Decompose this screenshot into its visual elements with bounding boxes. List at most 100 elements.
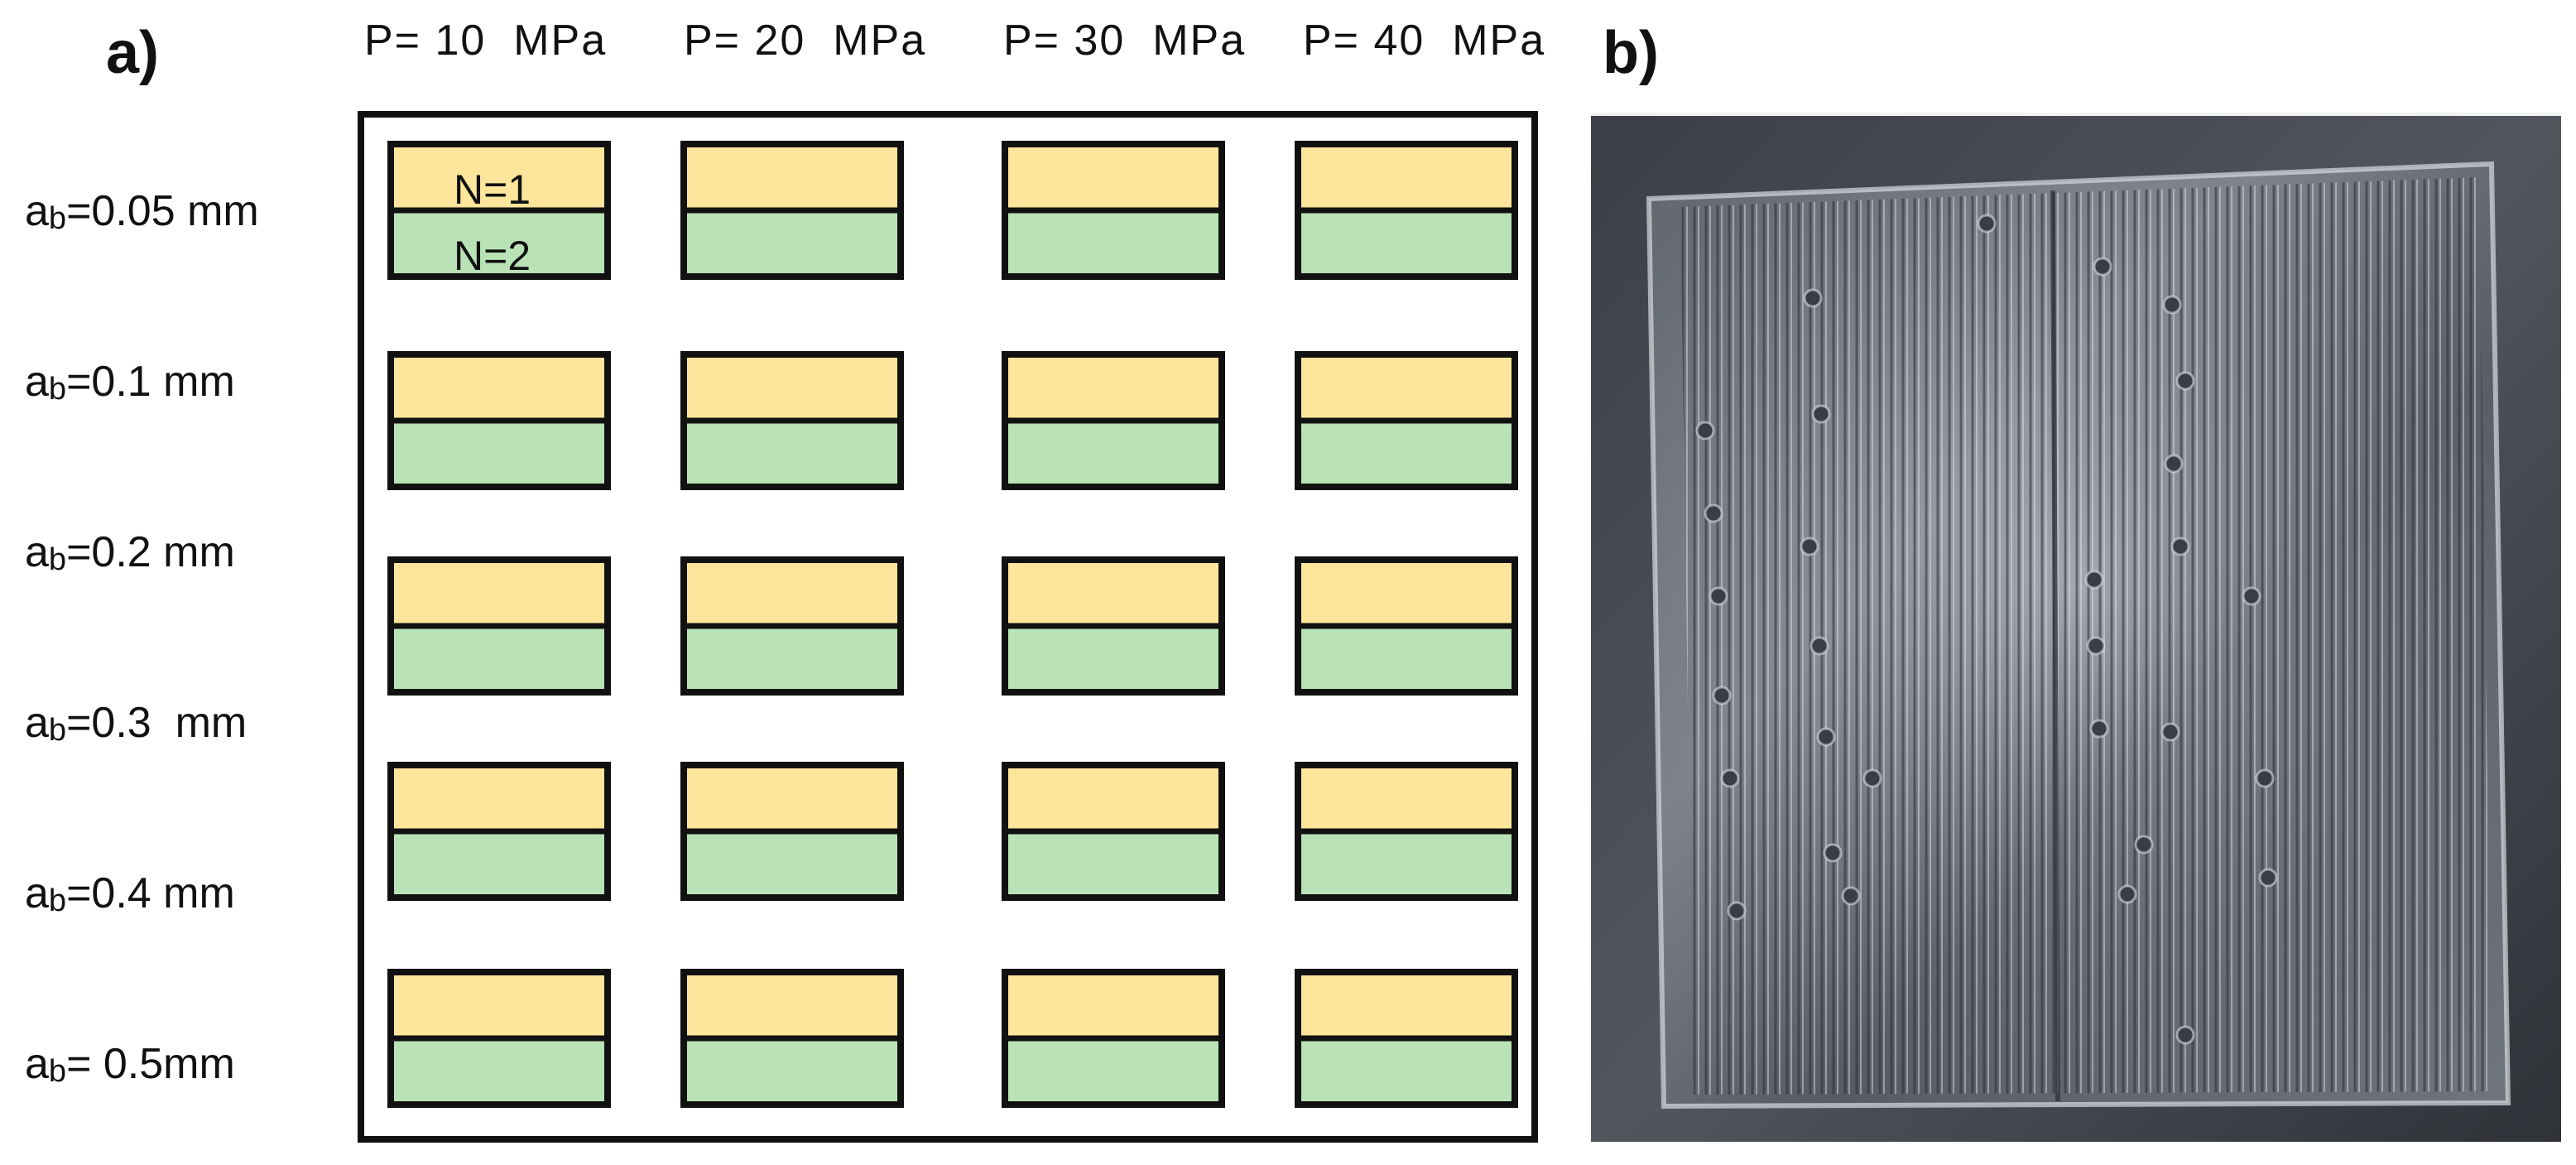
sample-outline (1295, 762, 1518, 901)
sample-row-0.5-col-3 (1002, 969, 1225, 1108)
gap-label-0.05: ab=0.05 mm (25, 187, 259, 236)
sample-row-0.3-0.4-col-4 (1295, 762, 1518, 901)
gap-label-0.3: ab=0.3 mm (25, 699, 247, 748)
pass-1-region (1298, 354, 1515, 421)
pressure-label-40: P= 40 MPa (1303, 17, 1545, 65)
surface-pit (2089, 719, 2109, 739)
pass-label-n2: N=2 (454, 233, 531, 279)
sample-row-0.3-0.4-col-1 (387, 762, 611, 901)
pass-2-region (1005, 1038, 1222, 1105)
surface-pit (2170, 537, 2190, 556)
pass-2-region (1005, 421, 1222, 487)
pass-2-region (1298, 626, 1515, 692)
plate-edge (1646, 161, 2511, 1110)
sample-row-0.1-col-2 (680, 351, 904, 490)
pass-1-region (684, 765, 901, 831)
sample-outline (680, 141, 904, 280)
pass-2-region (684, 210, 901, 277)
pass-2-region (1298, 1038, 1515, 1105)
sample-grid (387, 141, 1518, 1108)
surface-pit (1809, 636, 1829, 656)
pass-2-region (1005, 210, 1222, 277)
sample-outline (1295, 141, 1518, 280)
sample-row-0.1-col-4 (1295, 351, 1518, 490)
surface-pit (2164, 454, 2184, 474)
sample-outline (1002, 141, 1225, 280)
surface-pit (1862, 768, 1882, 788)
surface-pit (2084, 570, 2104, 590)
pass-1-region (391, 560, 608, 626)
surface-pits (1695, 214, 2278, 1045)
pass-1-region (1298, 765, 1515, 831)
pass-1-region (1298, 144, 1515, 210)
pressure-label-10: P= 10 MPa (364, 17, 607, 65)
sample-row-0.05-col-1 (387, 141, 611, 280)
pass-2-region (391, 831, 608, 898)
sample-outline (387, 969, 611, 1108)
panel-a-label: a) (106, 20, 159, 86)
surface-pit (1841, 886, 1861, 906)
surface-pit (1704, 503, 1723, 523)
surface-pit (2162, 295, 2182, 315)
surface-pit (2255, 768, 2275, 788)
surface-pit (1816, 727, 1836, 747)
pressure-column-labels: P= 10 MPa P= 20 MPa P= 30 MPa P= 40 MPa (364, 17, 1545, 65)
pass-2-region (391, 1038, 608, 1105)
surface-pit (1709, 586, 1728, 606)
sample-outline (1002, 762, 1225, 901)
pass-1-region (1005, 972, 1222, 1038)
sample-outline (387, 762, 611, 901)
pass-1-region (1005, 560, 1222, 626)
pass-2-region (391, 210, 608, 277)
surface-pit (1823, 843, 1843, 863)
pass-1-region (684, 560, 901, 626)
sample-outline (680, 762, 904, 901)
sample-row-0.5-col-4 (1295, 969, 1518, 1108)
sample-outline (1295, 969, 1518, 1108)
laser-groove-texture (1680, 177, 2492, 1095)
pass-1-region (1005, 144, 1222, 210)
surface-pit (1803, 288, 1823, 308)
pass-2-region (1005, 831, 1222, 898)
sample-outline (387, 556, 611, 696)
sample-outline (1295, 556, 1518, 696)
surface-pit (1695, 421, 1715, 440)
surface-pit (1811, 404, 1831, 424)
pass-2-region (684, 831, 901, 898)
sample-row-0.3-0.4-col-2 (680, 762, 904, 901)
pass-2-region (391, 421, 608, 487)
pass-1-region (684, 354, 901, 421)
pass-1-region (391, 972, 608, 1038)
pass-2-region (1298, 831, 1515, 898)
gap-row-labels: ab=0.05 mm ab=0.1 mm ab=0.2 mm ab=0.3 mm… (25, 187, 259, 1089)
pass-2-region (684, 421, 901, 487)
sample-outline (680, 351, 904, 490)
pass-1-region (684, 144, 901, 210)
pass-2-region (1298, 210, 1515, 277)
sample-row-0.2-col-1 (387, 556, 611, 696)
sample-row-0.2-col-3 (1002, 556, 1225, 696)
specimen-photograph (1591, 113, 2561, 1142)
sample-outline (680, 969, 904, 1108)
sample-outline (1002, 556, 1225, 696)
sample-outline (680, 556, 904, 696)
surface-pit (2086, 636, 2106, 656)
surface-pit (1712, 686, 1732, 705)
sample-row-0.05-col-4 (1295, 141, 1518, 280)
sample-outline (387, 141, 611, 280)
pass-2-region (684, 626, 901, 692)
surface-pit (2093, 257, 2112, 277)
gap-label-0.5: ab= 0.5mm (25, 1040, 235, 1089)
pass-2-region (684, 1038, 901, 1105)
surface-pit (1800, 537, 1819, 556)
pass-1-region (1298, 972, 1515, 1038)
pass-2-region (391, 626, 608, 692)
surface-pit (2134, 835, 2154, 854)
surface-pit (1977, 214, 1997, 233)
pass-1-region (391, 765, 608, 831)
sample-row-0.05-col-3 (1002, 141, 1225, 280)
pass-2-region (1298, 421, 1515, 487)
pass-1-region (684, 972, 901, 1038)
sample-outline (1002, 351, 1225, 490)
